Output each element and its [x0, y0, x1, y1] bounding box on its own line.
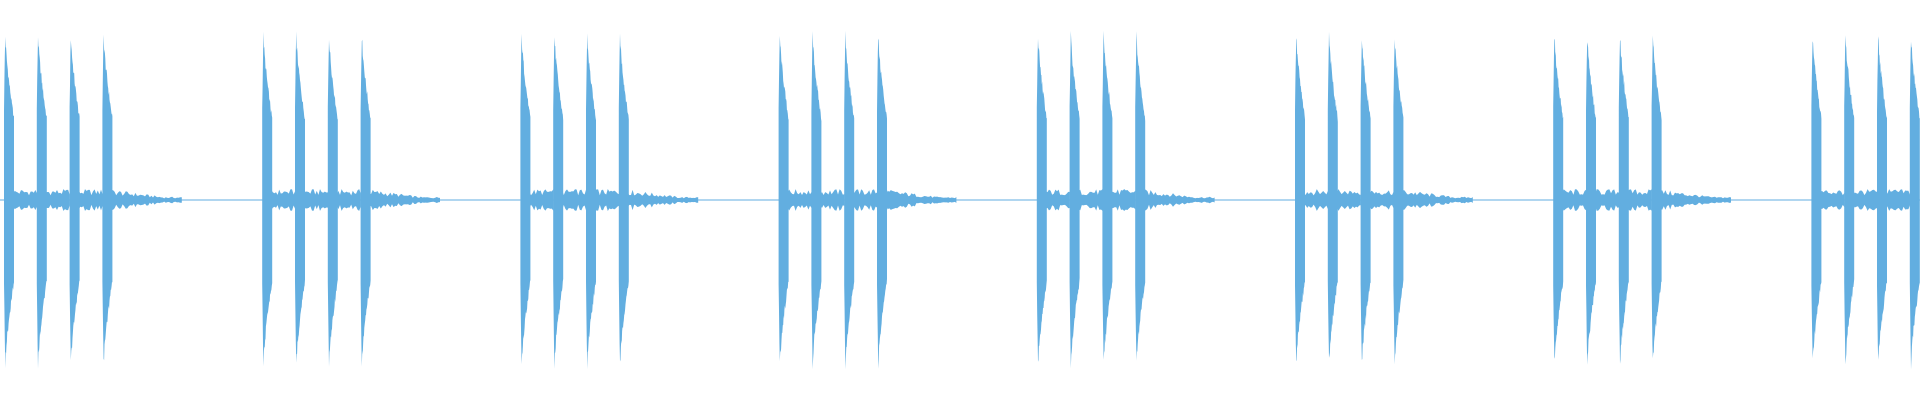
waveform-pulse [553, 37, 564, 369]
waveform-ring-segment [1304, 189, 1328, 211]
waveform-pulse [586, 33, 596, 370]
waveform-ring-segment [1627, 189, 1652, 211]
waveform-pulse-group [262, 31, 440, 367]
waveform-pulse [811, 31, 822, 370]
waveform-pulse [1651, 35, 1662, 359]
waveform-decay-segment [111, 190, 182, 210]
waveform-pulse-group [520, 33, 699, 370]
waveform-ring-segment [1886, 189, 1910, 211]
waveform-ring-segment [13, 190, 37, 210]
waveform-pulse [1069, 30, 1080, 369]
waveform-ring-segment [1595, 189, 1619, 211]
waveform-ring-segment [1369, 190, 1394, 210]
waveform-decay-segment [369, 189, 440, 211]
waveform-pulse [1295, 38, 1305, 361]
waveform-pulse [327, 39, 338, 367]
waveform-ring-segment [271, 189, 296, 211]
waveform-pulse-groups [4, 30, 1920, 370]
waveform-pulse-group [1036, 30, 1215, 369]
waveform-ring-segment [1853, 189, 1878, 211]
waveform-pulse-group [4, 34, 182, 369]
waveform-ring-segment [78, 189, 103, 211]
waveform-ring-segment [1562, 189, 1587, 211]
waveform-ring-segment [820, 189, 845, 211]
waveform-pulse [1553, 39, 1564, 359]
waveform-decay-segment [627, 189, 699, 211]
waveform-pulse [1811, 41, 1822, 359]
waveform-pulse [1586, 42, 1596, 365]
waveform-decay-segment [1660, 190, 1731, 210]
waveform-pulse-group [1553, 35, 1731, 365]
waveform-decay-segment [1144, 189, 1215, 211]
waveform-pulse [778, 35, 789, 362]
waveform-pulse [102, 34, 113, 361]
waveform-pulse [1036, 38, 1047, 362]
waveform-pulse [844, 30, 855, 370]
waveform-pulse [1102, 30, 1113, 360]
waveform-pulse [295, 31, 305, 363]
waveform-ring-segment [787, 189, 812, 211]
waveform-ring-segment [304, 189, 328, 211]
waveform-ring-segment [853, 189, 878, 211]
waveform-ring-segment [529, 189, 554, 211]
waveform-ring-segment [336, 189, 361, 211]
waveform-pulse [262, 31, 273, 367]
waveform-ring-segment [1820, 190, 1845, 210]
waveform-pulse [1327, 31, 1338, 358]
waveform-pulse [1393, 39, 1404, 365]
waveform-pulse-group [1295, 31, 1473, 365]
waveform-pulse [1844, 35, 1855, 365]
waveform-pulse [1135, 31, 1146, 361]
waveform-pulse [69, 40, 80, 361]
waveform-ring-segment [1078, 189, 1103, 211]
waveform-pulse [360, 39, 371, 367]
waveform-ring-segment [45, 189, 70, 211]
waveform-pulse-group [778, 30, 957, 370]
waveform-pulse [1618, 40, 1629, 364]
waveform-ring-segment [1045, 189, 1070, 211]
waveform-ring-segment [1336, 189, 1361, 211]
waveform-pulse [1360, 40, 1371, 360]
waveform-pulse [877, 38, 887, 369]
waveform-ring-segment [595, 189, 619, 211]
waveform-pulse [1877, 36, 1887, 360]
waveform-pulse [618, 33, 629, 362]
waveform-ring-segment [562, 189, 587, 211]
waveform-pulse [4, 36, 14, 369]
waveform-decay-segment [1402, 190, 1473, 210]
waveform-ring-segment [1111, 189, 1136, 211]
waveform-pulse [1909, 41, 1920, 370]
waveform-pulse [36, 37, 47, 369]
waveform-decay-segment [886, 190, 957, 210]
waveform-pulse-group [1811, 35, 1920, 370]
waveform-pulse [520, 33, 531, 365]
